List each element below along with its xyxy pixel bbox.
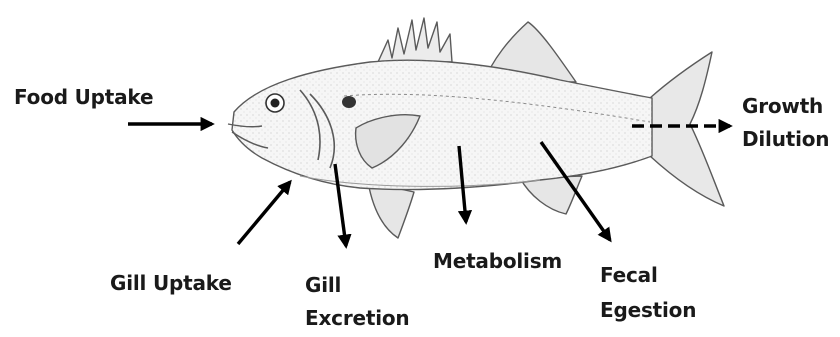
metabolism-label: Metabolism	[433, 248, 562, 275]
gill-uptake-label: Gill Uptake	[110, 270, 232, 297]
gill-excretion-label: Gill Excretion	[305, 272, 409, 332]
gill-uptake-arrow-icon	[238, 182, 290, 244]
tail-fin	[650, 52, 724, 206]
gill-spot	[342, 96, 356, 108]
spiny-dorsal-fin	[378, 18, 452, 62]
food-uptake-label: Food Uptake	[14, 84, 153, 111]
fish-illustration	[228, 18, 724, 238]
growth-dilution-label: Growth Dilution	[742, 93, 829, 153]
pelvic-fin	[368, 182, 414, 238]
fecal-egestion-label: Fecal Egestion	[600, 262, 696, 324]
